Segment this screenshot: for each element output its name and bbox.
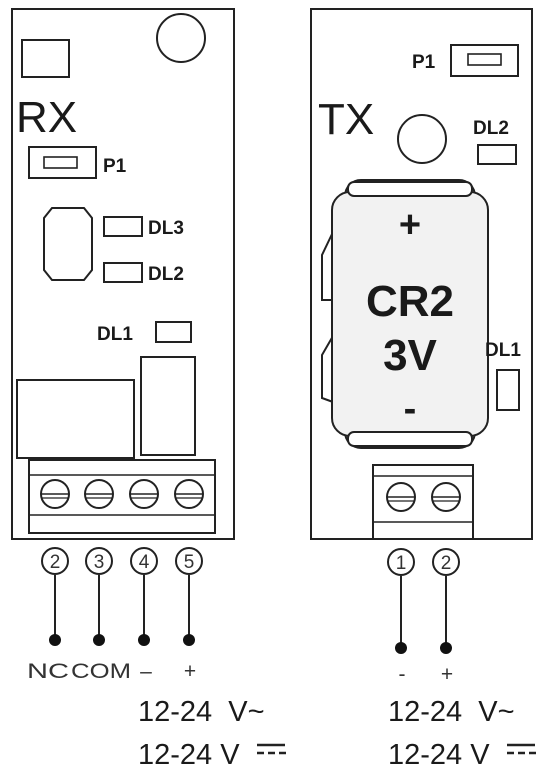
tx-num-2: 2 xyxy=(441,553,452,574)
rx-p1-label: P1 xyxy=(103,156,127,177)
tx-wire-ends xyxy=(395,642,452,654)
rx-screw-4[interactable] xyxy=(129,479,159,509)
rx-led-dl3 xyxy=(103,216,143,237)
rx-label-minus: – xyxy=(140,660,152,683)
rx-led-dl1 xyxy=(155,321,192,343)
rx-relay-outline xyxy=(43,207,93,281)
tx-battery-top-band xyxy=(347,181,473,197)
rx-num-4: 4 xyxy=(139,552,150,573)
rx-board-outline xyxy=(11,8,235,540)
rx-screw-3[interactable] xyxy=(84,479,114,509)
tx-dl2-label: DL2 xyxy=(473,118,509,139)
tx-led-dl2 xyxy=(477,144,517,165)
tx-screw-2[interactable] xyxy=(431,482,461,512)
tx-supply-ac: 12-24 V~ xyxy=(388,696,515,728)
tx-p1-label: P1 xyxy=(412,52,436,73)
rx-component-square xyxy=(21,39,70,78)
rx-capacitor-box xyxy=(140,356,196,456)
tx-battery-plus: + xyxy=(399,204,421,246)
rx-wire-ends xyxy=(49,634,195,646)
tx-battery-minus: - xyxy=(404,388,417,430)
rx-terminal-block xyxy=(28,459,216,534)
tx-label-minus: - xyxy=(399,663,406,686)
rx-terminal-screws xyxy=(40,479,204,509)
tx-label-plus: + xyxy=(441,663,453,686)
rx-supply-ac: 12-24 V~ xyxy=(138,696,265,728)
rx-title: RX xyxy=(16,93,77,142)
rx-relay-box xyxy=(16,379,135,459)
tx-battery-voltage: 3V xyxy=(383,331,437,380)
tx-supply-dc: 12-24 V xyxy=(388,739,490,771)
rx-dl1-label: DL1 xyxy=(97,324,133,345)
rx-terminal-number-5 xyxy=(175,547,203,575)
tx-battery-clip-left xyxy=(321,231,334,403)
tx-terminal-number-2 xyxy=(432,548,460,576)
rx-num-2: 2 xyxy=(50,552,61,573)
tx-p1-jumper-slot xyxy=(467,53,502,66)
tx-title: TX xyxy=(318,95,374,144)
rx-round-component xyxy=(156,13,206,63)
rx-wires xyxy=(41,547,203,636)
tx-terminal-block xyxy=(372,464,474,540)
tx-p1-jumper[interactable] xyxy=(450,44,519,77)
tx-screw-1[interactable] xyxy=(386,482,416,512)
tx-round-component xyxy=(397,114,447,164)
tx-battery-model: CR2 xyxy=(366,277,454,326)
rx-dl3-label: DL3 xyxy=(148,218,184,239)
rx-terminal-number-3 xyxy=(85,547,113,575)
tx-terminal-number-1 xyxy=(387,548,415,576)
tx-battery-bottom-band xyxy=(347,431,473,447)
tx-wires xyxy=(387,548,460,644)
tx-num-1: 1 xyxy=(396,553,407,574)
rx-screw-5[interactable] xyxy=(174,479,204,509)
tx-terminal-screws xyxy=(386,482,461,512)
rx-label-plus: + xyxy=(184,660,196,683)
tx-dl1-label: DL1 xyxy=(485,340,521,361)
rx-supply-dc: 12-24 V xyxy=(138,739,240,771)
rx-label-nc: NC xyxy=(27,660,69,683)
rx-led-dl2 xyxy=(103,262,143,283)
rx-num-5: 5 xyxy=(184,552,195,573)
rx-module xyxy=(11,8,235,540)
tx-led-dl1 xyxy=(496,369,520,411)
tx-dc-symbol xyxy=(507,743,536,755)
rx-p1-jumper[interactable] xyxy=(28,146,97,179)
rx-num-3: 3 xyxy=(94,552,105,573)
rx-dc-symbol xyxy=(257,743,286,755)
rx-terminal-number-4 xyxy=(130,547,158,575)
rx-screw-2[interactable] xyxy=(40,479,70,509)
rx-terminal-number-2 xyxy=(41,547,69,575)
rx-dl2-label: DL2 xyxy=(148,264,184,285)
rx-p1-jumper-slot xyxy=(43,156,78,169)
rx-label-com: COM xyxy=(71,660,131,683)
tx-battery-holder xyxy=(321,179,489,449)
